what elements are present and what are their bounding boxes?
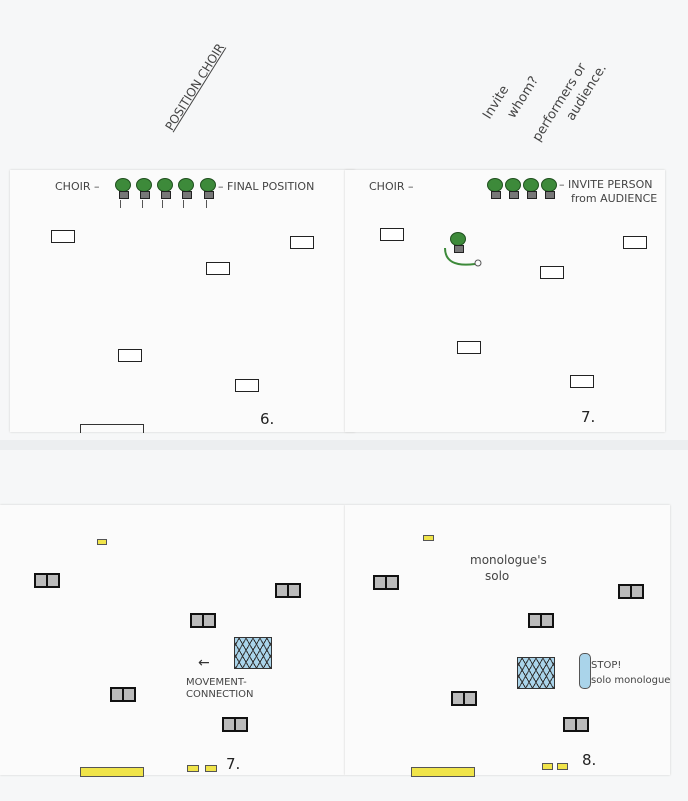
stage-block <box>451 691 477 706</box>
stage-block <box>51 230 75 243</box>
stage-block <box>222 717 248 732</box>
choir-label: CHOIR – <box>55 180 100 193</box>
invite-person-label: – INVITE PERSON <box>559 178 653 191</box>
choir-member-icon <box>541 178 557 199</box>
light-marker <box>542 763 553 770</box>
panel-number: 6. <box>260 410 275 428</box>
final-position-label: – FINAL POSITION <box>218 180 315 193</box>
stage-edge <box>80 424 144 433</box>
choir-member-icon <box>200 178 216 199</box>
panel-number: 8. <box>582 751 597 769</box>
choir-member-icon <box>178 178 194 199</box>
choir-member-icon <box>115 178 131 199</box>
storyboard-panel-7-invite: CHOIR – – INVITE PERSON from AUDIENCE 7. <box>345 170 665 432</box>
stage-edge-light <box>411 767 475 777</box>
down-arrow-icon <box>183 200 184 208</box>
stop-label: STOP! <box>591 660 622 671</box>
stage-block <box>528 613 554 628</box>
light-marker <box>423 535 434 541</box>
solo-monologue-label: solo monologue <box>591 675 671 686</box>
stage-block <box>206 262 230 275</box>
stage-block <box>235 379 259 392</box>
movement-label: MOVEMENT- <box>186 677 247 688</box>
choir-member-icon <box>523 178 539 199</box>
stage-block <box>118 349 142 362</box>
choir-member-icon <box>157 178 173 199</box>
storyboard-panel-6: CHOIR – – FINAL POSITION 6. <box>10 170 355 433</box>
down-arrow-icon <box>120 200 121 208</box>
stage-block <box>190 613 216 628</box>
monologue-title: monologue's <box>470 553 547 567</box>
panel-number: 7. <box>581 408 596 426</box>
choir-label: CHOIR – <box>369 180 414 193</box>
stage-edge-light <box>80 767 144 777</box>
stage-block <box>110 687 136 702</box>
stage-block <box>563 717 589 732</box>
down-arrow-icon <box>162 200 163 208</box>
choir-member-icon <box>136 178 152 199</box>
panel-number: 7. <box>226 755 241 773</box>
stage-block <box>570 375 594 388</box>
invited-person-icon <box>450 232 466 253</box>
storyboard-panel-7-movement: ← MOVEMENT- CONNECTION 7. <box>0 505 345 777</box>
choir-member-icon <box>505 178 521 199</box>
light-marker <box>205 765 217 772</box>
stage-block <box>373 575 399 590</box>
connection-label: CONNECTION <box>186 689 254 700</box>
from-audience-label: from AUDIENCE <box>571 192 658 205</box>
stage-block <box>380 228 404 241</box>
stage-block <box>275 583 301 598</box>
stage-block <box>540 266 564 279</box>
solo-title: solo <box>485 569 510 583</box>
stage-block <box>457 341 481 354</box>
stage-block <box>290 236 314 249</box>
left-arrow-icon: ← <box>198 655 210 671</box>
down-arrow-icon <box>142 200 143 208</box>
soloist-icon <box>579 653 591 689</box>
down-arrow-icon <box>206 200 207 208</box>
stage-block <box>34 573 60 588</box>
choir-group-icon <box>234 637 272 669</box>
choir-group-icon <box>517 657 555 689</box>
light-marker <box>187 765 199 772</box>
curved-arrow-icon <box>444 247 482 267</box>
light-marker <box>97 539 107 545</box>
storyboard-panel-8: monologue's solo STOP! solo monologue 8. <box>345 505 671 777</box>
choir-member-icon <box>487 178 503 199</box>
stage-block <box>623 236 647 249</box>
light-marker <box>557 763 568 770</box>
stage-block <box>618 584 644 599</box>
